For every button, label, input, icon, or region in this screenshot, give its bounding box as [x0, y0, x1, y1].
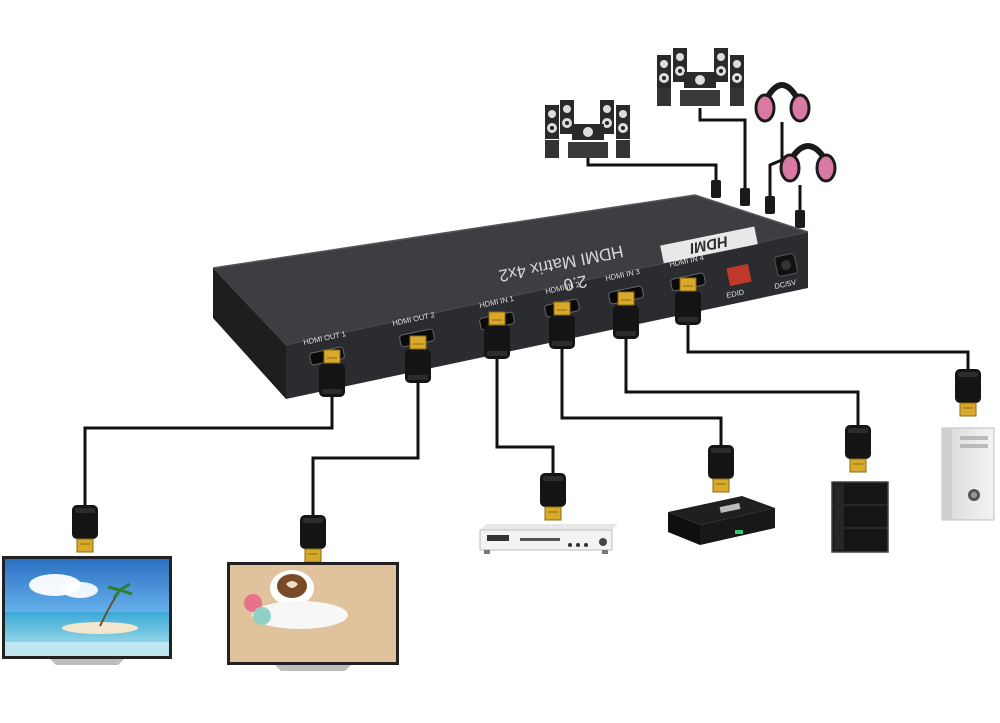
- cable-in2-stb: [560, 345, 723, 450]
- speaker-system-icon: [545, 100, 630, 158]
- cable-in4-pc: [686, 325, 970, 375]
- game-console-icon: [831, 481, 889, 553]
- tv-icon: [227, 562, 399, 671]
- cable-speakers-2: [698, 108, 747, 195]
- hdmi-logo-badge: [660, 226, 758, 264]
- audio-jacks: [711, 180, 805, 228]
- pc-tower-icon: [941, 427, 995, 521]
- hdmi-matrix-device: HDMI Matrix 4x2 2.0 HDMI HDMI OUT 1 HDMI…: [212, 194, 809, 399]
- speaker-system-icon: [657, 48, 744, 106]
- edid-dip-switch[interactable]: [726, 263, 752, 287]
- headphones-icon: [779, 143, 837, 183]
- cable-headphones-1: [768, 122, 784, 200]
- cable-speakers-1: [586, 158, 718, 190]
- cable-out1-tv1: [83, 388, 334, 510]
- device-version-label: 2.0: [562, 271, 589, 294]
- edid-label: EDID: [726, 287, 746, 300]
- tv-icon: [2, 556, 172, 665]
- set-top-box-icon: [668, 496, 775, 545]
- cable-out2-tv2: [311, 378, 420, 520]
- cables: [83, 108, 970, 520]
- cable-in1-dvd: [495, 350, 555, 478]
- dc-power-label: DC/5V: [774, 278, 797, 291]
- headphones-icon: [754, 82, 811, 123]
- cable-in3-console: [624, 338, 860, 430]
- dvd-player-icon: [479, 524, 618, 554]
